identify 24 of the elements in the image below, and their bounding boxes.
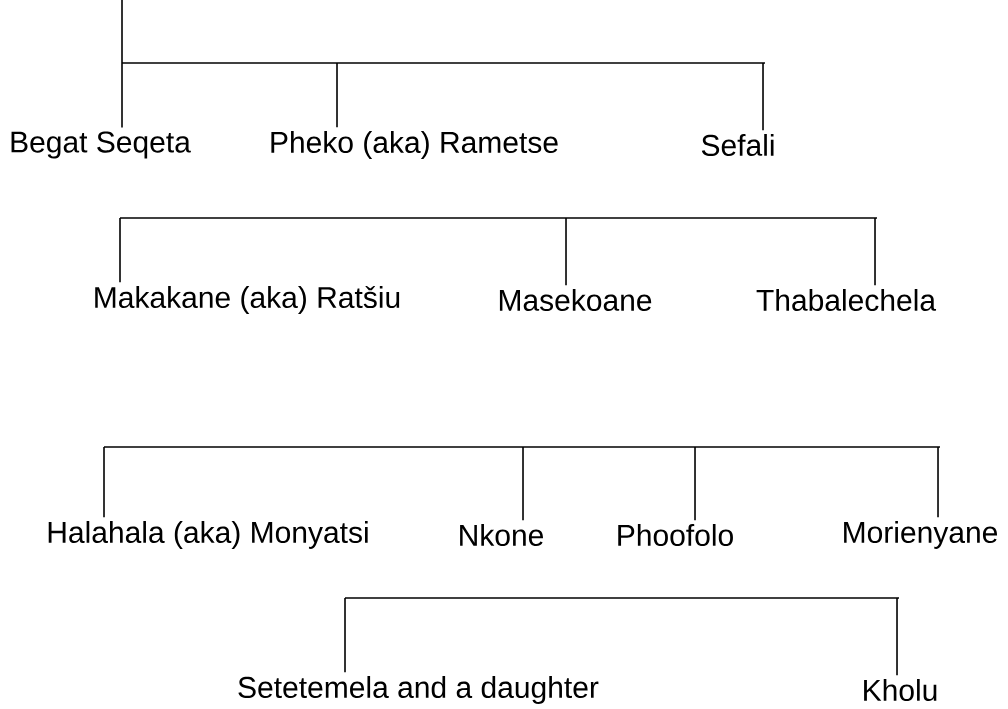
name-label: Makakane (aka) Ratšiu bbox=[95, 285, 400, 314]
tree-line bbox=[565, 217, 567, 286]
tree-line bbox=[522, 446, 524, 521]
name-label: Phoofolo bbox=[618, 524, 733, 546]
name-label: Nkone bbox=[460, 524, 543, 546]
tree-line bbox=[336, 62, 338, 128]
tree-line bbox=[121, 62, 123, 129]
tree-line bbox=[119, 217, 121, 283]
name-label: Sefali bbox=[701, 134, 774, 156]
tree-line bbox=[896, 597, 898, 676]
name-label: Pheko (aka) Rametse bbox=[271, 131, 558, 159]
tree-line bbox=[344, 597, 346, 673]
name-label: Morienyane bbox=[844, 521, 998, 549]
tree-line bbox=[874, 217, 876, 286]
name-label: Halahala (aka) Monyatsi bbox=[48, 521, 368, 549]
tree-line bbox=[762, 62, 764, 131]
tree-line bbox=[937, 446, 939, 518]
tree-line bbox=[694, 446, 696, 521]
name-label: Thabalechela bbox=[756, 289, 937, 311]
name-label: Setetemela and a daughter bbox=[238, 676, 599, 704]
name-label: Kholu bbox=[864, 679, 937, 701]
name-label: Masekoane bbox=[499, 289, 652, 311]
tree-line bbox=[103, 446, 105, 518]
name-label: Begat Seqeta bbox=[11, 131, 191, 159]
